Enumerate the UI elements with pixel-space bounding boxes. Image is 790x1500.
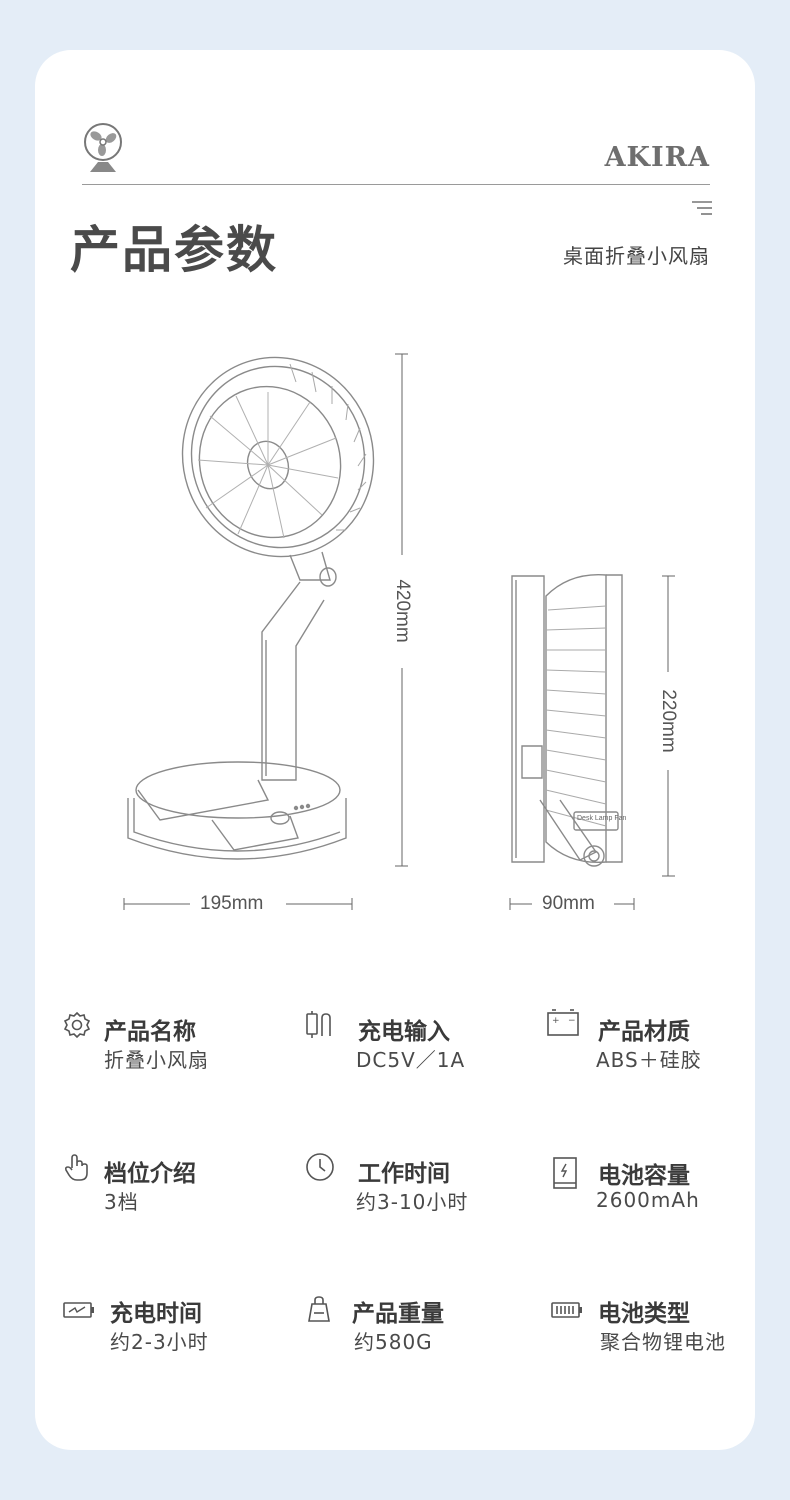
svg-text:+: + xyxy=(552,1016,560,1026)
spec-value: 折叠小风扇 xyxy=(104,1048,209,1072)
spec-value: 2600mAh xyxy=(596,1188,700,1212)
spec-label: 电池容量 xyxy=(598,1163,690,1189)
battery-box-icon: + − xyxy=(547,1009,579,1036)
page-subtitle: 桌面折叠小风扇 xyxy=(563,244,710,268)
side-height-label: 220mm xyxy=(658,689,679,753)
side-model-label: Desk Lamp Fan xyxy=(577,815,627,822)
spec-label: 工作时间 xyxy=(358,1161,450,1187)
spec-label: 充电输入 xyxy=(358,1019,450,1045)
header-divider xyxy=(82,184,710,185)
hand-pointer-icon xyxy=(64,1154,88,1181)
clock-icon xyxy=(306,1153,334,1181)
spec-label: 产品名称 xyxy=(104,1019,196,1045)
spec-value: ABS＋硅胶 xyxy=(596,1048,702,1072)
page-title: 产品参数 xyxy=(70,221,278,279)
spec-label: 充电时间 xyxy=(110,1301,202,1327)
spec-label: 产品材质 xyxy=(598,1019,690,1045)
battery-level-icon xyxy=(551,1302,582,1318)
spec-value: 3档 xyxy=(104,1190,139,1214)
spec-value: 聚合物锂电池 xyxy=(600,1330,726,1354)
spec-value: DC5V／1A xyxy=(356,1048,466,1072)
menu-lines-icon xyxy=(692,201,712,215)
brand-name: AKIRA xyxy=(604,142,710,173)
spec-value: 约2-3小时 xyxy=(110,1330,209,1354)
charging-battery-icon xyxy=(63,1302,94,1318)
side-depth-label: 90mm xyxy=(542,893,595,914)
spec-label: 档位介绍 xyxy=(104,1161,196,1187)
content-card xyxy=(35,50,755,1450)
plug-icon xyxy=(306,1011,331,1038)
weight-icon xyxy=(308,1296,330,1322)
spec-label: 产品重量 xyxy=(352,1301,444,1327)
svg-text:−: − xyxy=(568,1016,576,1026)
gear-icon xyxy=(63,1011,91,1039)
front-width-label: 195mm xyxy=(200,893,264,914)
power-bank-icon xyxy=(553,1157,577,1189)
fan-logo-icon xyxy=(84,123,122,172)
spec-value: 约580G xyxy=(354,1330,433,1354)
spec-value: 约3-10小时 xyxy=(356,1190,469,1214)
product-line-drawing xyxy=(123,353,675,910)
front-height-label: 420mm xyxy=(392,579,413,643)
spec-label: 电池类型 xyxy=(598,1301,690,1327)
